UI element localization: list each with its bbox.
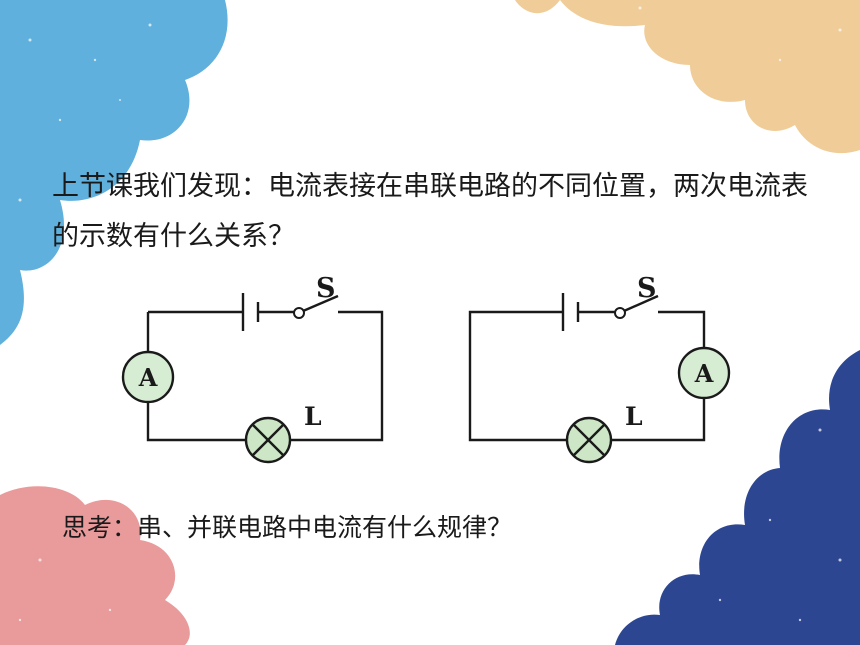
question-text: 上节课我们发现：电流表接在串联电路的不同位置，两次电流表的示数有什么关系？ — [52, 171, 808, 252]
blob-bottom-left — [0, 486, 190, 645]
switch-right: S — [614, 273, 659, 319]
wire-right-top-left — [468, 310, 567, 442]
lamp-label: L — [625, 402, 643, 431]
thinking-question: 思考：串、并联电路中电流有什么规律？ — [62, 513, 513, 542]
circuit-right: S A L — [468, 273, 731, 464]
wire-right-bottom — [611, 398, 706, 442]
wire-left-top-right — [290, 310, 384, 442]
switch-label: S — [316, 273, 336, 304]
lamp-left: L — [244, 402, 322, 464]
ammeter-label: A — [138, 363, 158, 392]
switch-left: S — [293, 273, 339, 319]
switch-label: S — [637, 273, 657, 304]
blob-top-left — [0, 0, 228, 345]
wire-left-bottom — [146, 402, 245, 442]
wire-right-top-right — [658, 310, 706, 348]
blob-top-right — [515, 0, 860, 154]
circuit-left: S A L — [121, 273, 384, 464]
lamp-label: L — [304, 402, 322, 431]
ammeter-left: A — [121, 350, 175, 404]
ammeter-right: A — [677, 346, 731, 400]
blob-bottom-right — [615, 350, 860, 645]
lamp-right: L — [565, 402, 643, 464]
ammeter-label: A — [694, 359, 714, 388]
